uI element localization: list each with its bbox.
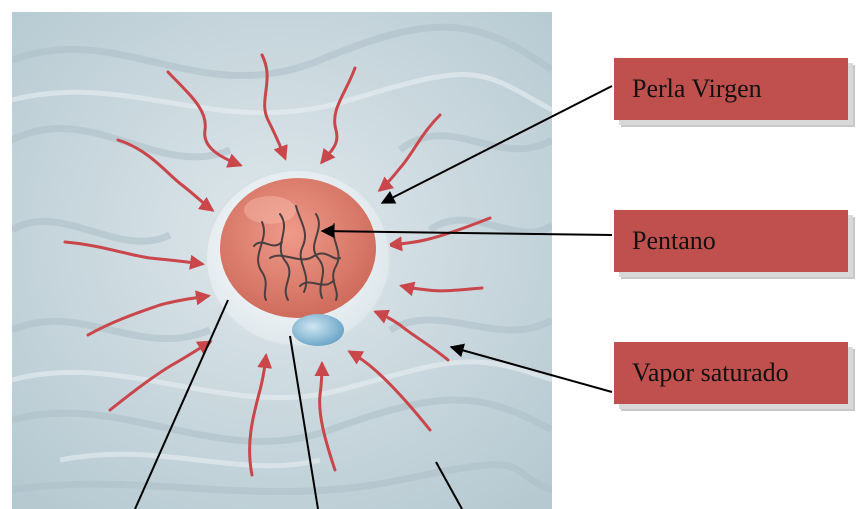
bead-core-highlight — [244, 196, 296, 224]
label-perla-virgen: Perla Virgen — [614, 58, 848, 120]
label-pentano: Pentano — [614, 210, 848, 272]
label-perla-virgen-text: Perla Virgen — [632, 74, 762, 104]
bead-core — [220, 178, 376, 318]
bead — [206, 170, 390, 346]
label-vapor-saturado-text: Vapor saturado — [632, 358, 789, 388]
pentane-droplet — [292, 314, 344, 346]
label-pentano-text: Pentano — [632, 226, 716, 256]
label-vapor-saturado: Vapor saturado — [614, 342, 848, 404]
